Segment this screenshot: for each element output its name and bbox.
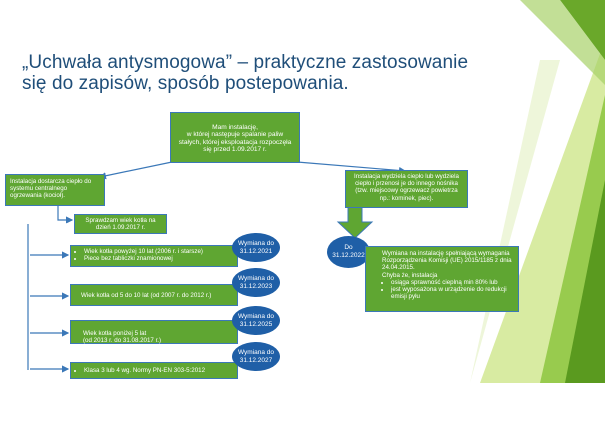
root-box: Mam instalację, w której następuje spala… — [170, 112, 300, 163]
age-row-2-deadline: Wymiana do 31.12.2023 — [232, 268, 280, 297]
age-row-2-deadline-text: Wymiana do 31.12.2023 — [237, 274, 275, 290]
age-row-3-deadline-text: Wymiana do 31.12.2025 — [237, 312, 275, 328]
age-row-4-bullets: Klasa 3 lub 4 wg. Normy PN-EN 303-5:2012 — [75, 367, 233, 374]
connector-root-right — [296, 161, 407, 175]
age-row-1-deadline-text: Wymiana do 31.12.2021 — [237, 239, 275, 255]
age-row-3-box: Wiek kotła poniżej 5 lat (od 2013 r. do … — [70, 320, 238, 344]
deco-dark-triangle — [565, 180, 605, 383]
left-branch-text: Instalacja dostarcza ciepło do systemu c… — [10, 178, 92, 200]
age-row-2-text: Wiek kotła od 5 do 10 lat (od 2007 r. do… — [81, 292, 212, 299]
connector-root-left — [98, 161, 173, 180]
right-req-bullet: jest wyposażona w urządzenie do redukcji… — [391, 286, 514, 300]
right-req-bullets: osiąga sprawność cieplną min 80% lub jes… — [382, 279, 514, 301]
check-age-box: Sprawdzam wiek kotła na dzień 1.09.2017 … — [74, 214, 167, 234]
age-row-4-box: Klasa 3 lub 4 wg. Normy PN-EN 303-5:2012 — [70, 362, 238, 379]
deco-top-light — [520, 0, 605, 85]
age-row-3-text: Wiek kotła poniżej 5 lat (od 2013 r. do … — [83, 330, 162, 345]
right-deadline-oval: Do 31.12.2022 — [327, 236, 370, 268]
right-req-bullet: osiąga sprawność cieplną min 80% lub — [391, 279, 514, 286]
age-row-1-bullets: Wiek kotła powyżej 10 lat (2006 r. i sta… — [75, 248, 233, 262]
slide: „Uchwała antysmogowa” – praktyczne zasto… — [0, 0, 605, 383]
age-row-4-deadline-text: Wymiana do 31.12.2027 — [237, 348, 275, 364]
age-row-1-bullet: Wiek kotła powyżej 10 lat (2006 r. i sta… — [84, 248, 233, 255]
right-requirements-box: Wymiana na instalację spełniającą wymaga… — [365, 246, 519, 312]
age-row-1-bullet: Piece bez tabliczki znamionowej — [84, 255, 233, 262]
check-age-text: Sprawdzam wiek kotła na dzień 1.09.2017 … — [85, 217, 156, 232]
slide-title: „Uchwała antysmogowa” – praktyczne zasto… — [22, 52, 469, 94]
right-branch-box: Instalacja wydziela ciepło lub wydziela … — [345, 170, 468, 208]
left-branch-box: Instalacja dostarcza ciepło do systemu c… — [5, 174, 105, 206]
age-row-1-box: Wiek kotła powyżej 10 lat (2006 r. i sta… — [70, 245, 238, 267]
right-req-line1: Wymiana na instalację spełniającą wymaga… — [382, 250, 512, 272]
age-row-2-box: Wiek kotła od 5 do 10 lat (od 2007 r. do… — [70, 284, 238, 306]
root-box-text: Mam instalację, w której następuje spala… — [178, 123, 292, 154]
right-deadline-text: Do 31.12.2022 — [332, 244, 365, 259]
age-row-1-deadline: Wymiana do 31.12.2021 — [232, 233, 280, 262]
right-branch-text: Instalacja wydziela ciepło lub wydziela … — [354, 173, 459, 202]
age-row-4-bullet: Klasa 3 lub 4 wg. Normy PN-EN 303-5:2012 — [84, 367, 233, 374]
bottom-band — [0, 383, 605, 427]
age-row-4-deadline: Wymiana do 31.12.2027 — [232, 342, 280, 371]
age-row-3-deadline: Wymiana do 31.12.2025 — [232, 306, 280, 335]
right-req-line2: Chyba że, instalacja — [382, 271, 438, 279]
connector-left-to-check — [57, 206, 74, 224]
